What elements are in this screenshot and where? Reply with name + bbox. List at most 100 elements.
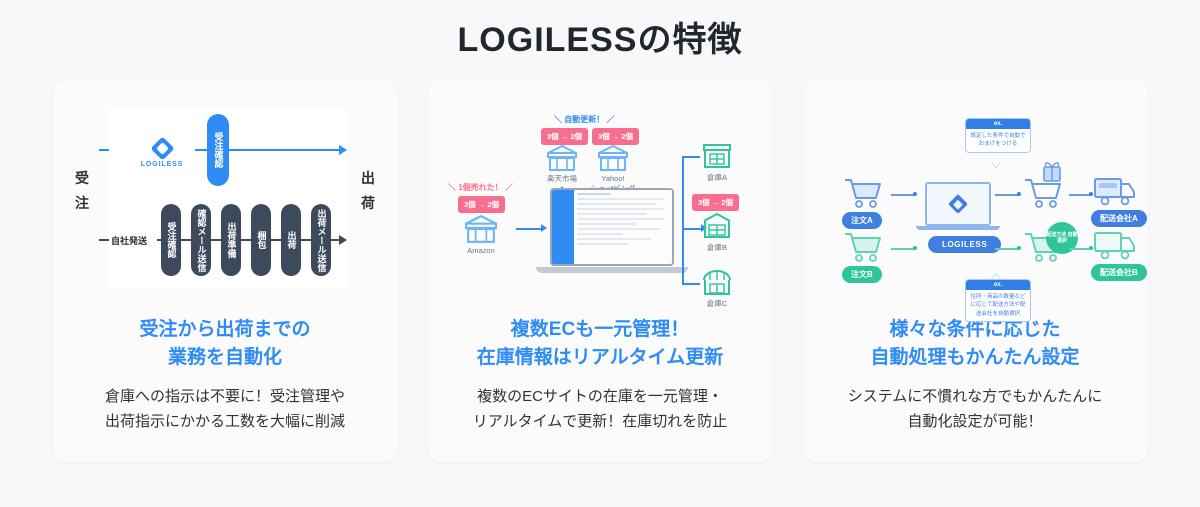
step-pill-1: 確認メール送信: [191, 204, 211, 277]
dashboard-row: [577, 218, 665, 221]
dashboard-row: [577, 223, 637, 226]
system-screen: [925, 182, 991, 227]
card-heading-line1: 受注から出荷までの: [139, 319, 311, 341]
warehouse-label-b: 倉庫B: [706, 243, 727, 253]
order-label-a: 注文A: [842, 212, 882, 230]
truck-icon-carrier-b: [1094, 232, 1135, 260]
order-label-b: 注文B: [842, 266, 882, 284]
tooltip-tail-bottom: [991, 274, 1001, 281]
feature-card-automation: 受注 出荷 LOGILESS 受注確認 自社発送 受注確認 確認メール送信: [52, 80, 398, 463]
laptop-base: [536, 267, 688, 274]
tooltip-body: 住所・商品の数量などに応じて配送方法や配送会社を自動選択: [970, 294, 1026, 317]
dashboard-row: [577, 193, 611, 196]
figure-conditional-routing: ex. 設定した条件で自動でおまけをつける 注文A 注文B: [815, 96, 1147, 322]
card-body-line2: リアルタイムで更新！在庫切れを防止: [472, 412, 728, 430]
step-pill-0: 受注確認: [161, 204, 181, 277]
carrier-b-connector-dot: [1089, 246, 1093, 251]
stock-badge-amazon: 3個 → 2個: [458, 196, 506, 214]
figure-label-shipment: 出荷: [361, 170, 375, 211]
card-heading-line1: 様々な条件に応じた: [889, 319, 1061, 341]
dashboard-row: [577, 203, 657, 206]
top-flow-arrow-icon: [339, 145, 347, 156]
bottom-flow-line: [157, 239, 340, 242]
figure-order-to-shipment-flow: 受注 出荷 LOGILESS 受注確認 自社発送 受注確認 確認メール送信: [65, 96, 385, 308]
fulfil-b-connector-dot: [1017, 246, 1021, 251]
card-body-line1: システムに不慣れな方でもかんたんに: [847, 388, 1103, 406]
warehouse-branch-a: [682, 156, 700, 158]
tooltip-header: ex.: [966, 280, 1030, 291]
fulfil-a-to-carrier-line: [1069, 194, 1091, 196]
tooltip-tail-top: [991, 161, 1001, 168]
card-body: 複数のECサイトの在庫を一元管理・ リアルタイムで更新！在庫切れを防止: [473, 385, 728, 434]
auto-update-note: ＼ 自動更新！ ／: [554, 115, 615, 125]
step-pill-order-confirm-auto: 受注確認: [207, 114, 229, 187]
dashboard-row: [577, 208, 665, 211]
dashboard-row: [577, 243, 629, 246]
feature-card-multi-ec: ＼ 自動更新！ ／ 3個 → 2個 楽天市場 3個 → 2個: [427, 80, 773, 463]
warehouse-branch-c: [682, 283, 700, 285]
shipping-method-auto-badge-text: 配送方法 自動選択: [1046, 231, 1078, 245]
step-pill-4: 出荷: [281, 204, 301, 277]
page-title: LOGILESSの特徴: [457, 21, 743, 59]
system-label: LOGILESS: [928, 236, 1002, 254]
logiless-logo: LOGILESS: [133, 136, 191, 168]
card-body: システムに不慣れな方でもかんたんに 自動化設定が可能！: [848, 385, 1103, 434]
card-heading-line1: 複数ECも一元管理！: [510, 319, 690, 341]
cart-icon-order-b: [845, 233, 881, 263]
card-body: 倉庫への指示は不要に！受注管理や 出荷指示にかかる工数を大幅に削減: [105, 385, 345, 434]
logiless-system-laptop: [916, 182, 1000, 231]
dashboard-row: [577, 233, 623, 236]
cart-icon-fulfilled-a: [1025, 179, 1061, 209]
feature-card-conditional-automation: ex. 設定した条件で自動でおまけをつける 注文A 注文B: [802, 80, 1148, 463]
bottom-row-source-label: 自社発送: [111, 236, 148, 247]
order-b-to-system-line: [891, 248, 915, 250]
step-pill-2: 出荷準備: [221, 204, 241, 277]
warehouse-icon-a: [703, 144, 731, 169]
system-laptop-base: [916, 226, 1000, 231]
feature-card-list: 受注 出荷 LOGILESS 受注確認 自社発送 受注確認 確認メール送信: [0, 80, 1200, 463]
dashboard-row: [577, 198, 665, 201]
store-icon-rakuten: [547, 145, 577, 172]
card-heading: 様々な条件に応じた 自動処理もかんたん設定: [870, 316, 1079, 371]
store-label-amazon: Amazon: [467, 246, 495, 256]
store-icon-yahoo: [598, 145, 628, 172]
system-to-warehouse-line: [682, 228, 702, 230]
figure-label-order-intake: 受注: [75, 170, 89, 211]
card-heading-line2: 在庫情報はリアルタイム更新: [476, 346, 724, 368]
amazon-to-system-line: [516, 228, 542, 230]
cart-icon-order-a: [845, 179, 881, 209]
arrow-right-amazon-icon: [541, 224, 547, 233]
logiless-diamond-icon: [948, 194, 968, 215]
order-a-to-system-line: [891, 194, 915, 196]
order-a-connector-dot: [913, 192, 917, 197]
warehouse-icon-b: [703, 213, 731, 239]
card-heading-line2: 業務を自動化: [167, 346, 282, 368]
fulfil-b-to-carrier-line: [1069, 248, 1091, 250]
sold-note: ＼ 1個売れた！ ／: [448, 183, 513, 193]
fulfil-a-connector-dot: [1017, 192, 1021, 197]
tooltip-carrier-rule: ex. 住所・商品の数量などに応じて配送方法や配送会社を自動選択: [965, 279, 1031, 322]
tooltip-body: 設定した条件で自動でおまけをつける: [970, 133, 1026, 148]
warehouse-label-c: 倉庫C: [706, 299, 728, 309]
card-body-line2: 自動化設定が可能！: [907, 412, 1043, 430]
truck-icon-carrier-a: [1094, 178, 1135, 206]
tooltip-header: ex.: [966, 119, 1030, 130]
warehouse-label-a: 倉庫A: [706, 173, 727, 183]
store-label-yahoo-line1: Yahoo!: [601, 174, 625, 184]
dashboard-row: [577, 238, 651, 241]
bottom-flow-arrow-icon: [339, 235, 347, 246]
store-icon-amazon: [464, 215, 498, 244]
card-body-line1: 複数のECサイトの在庫を一元管理・: [477, 388, 723, 406]
card-heading-line2: 自動処理もかんたん設定: [870, 346, 1080, 368]
system-to-fulfil-a-line: [995, 194, 1019, 196]
dashboard-row: [577, 228, 661, 231]
warehouse-bus-line: [682, 156, 684, 285]
logiless-diamond-icon: [149, 136, 175, 161]
stock-badge-warehouse-b: 3個 → 2個: [692, 194, 740, 212]
card-heading: 受注から出荷までの 業務を自動化: [139, 316, 310, 371]
step-pill-3: 梱包: [251, 204, 271, 277]
dashboard-row: [577, 213, 647, 216]
stock-badge-yahoo: 3個 → 2個: [592, 128, 640, 146]
tooltip-gift-rule: ex. 設定した条件で自動でおまけをつける: [965, 118, 1031, 153]
card-body-line1: 倉庫への指示は不要に！受注管理や: [104, 388, 345, 406]
